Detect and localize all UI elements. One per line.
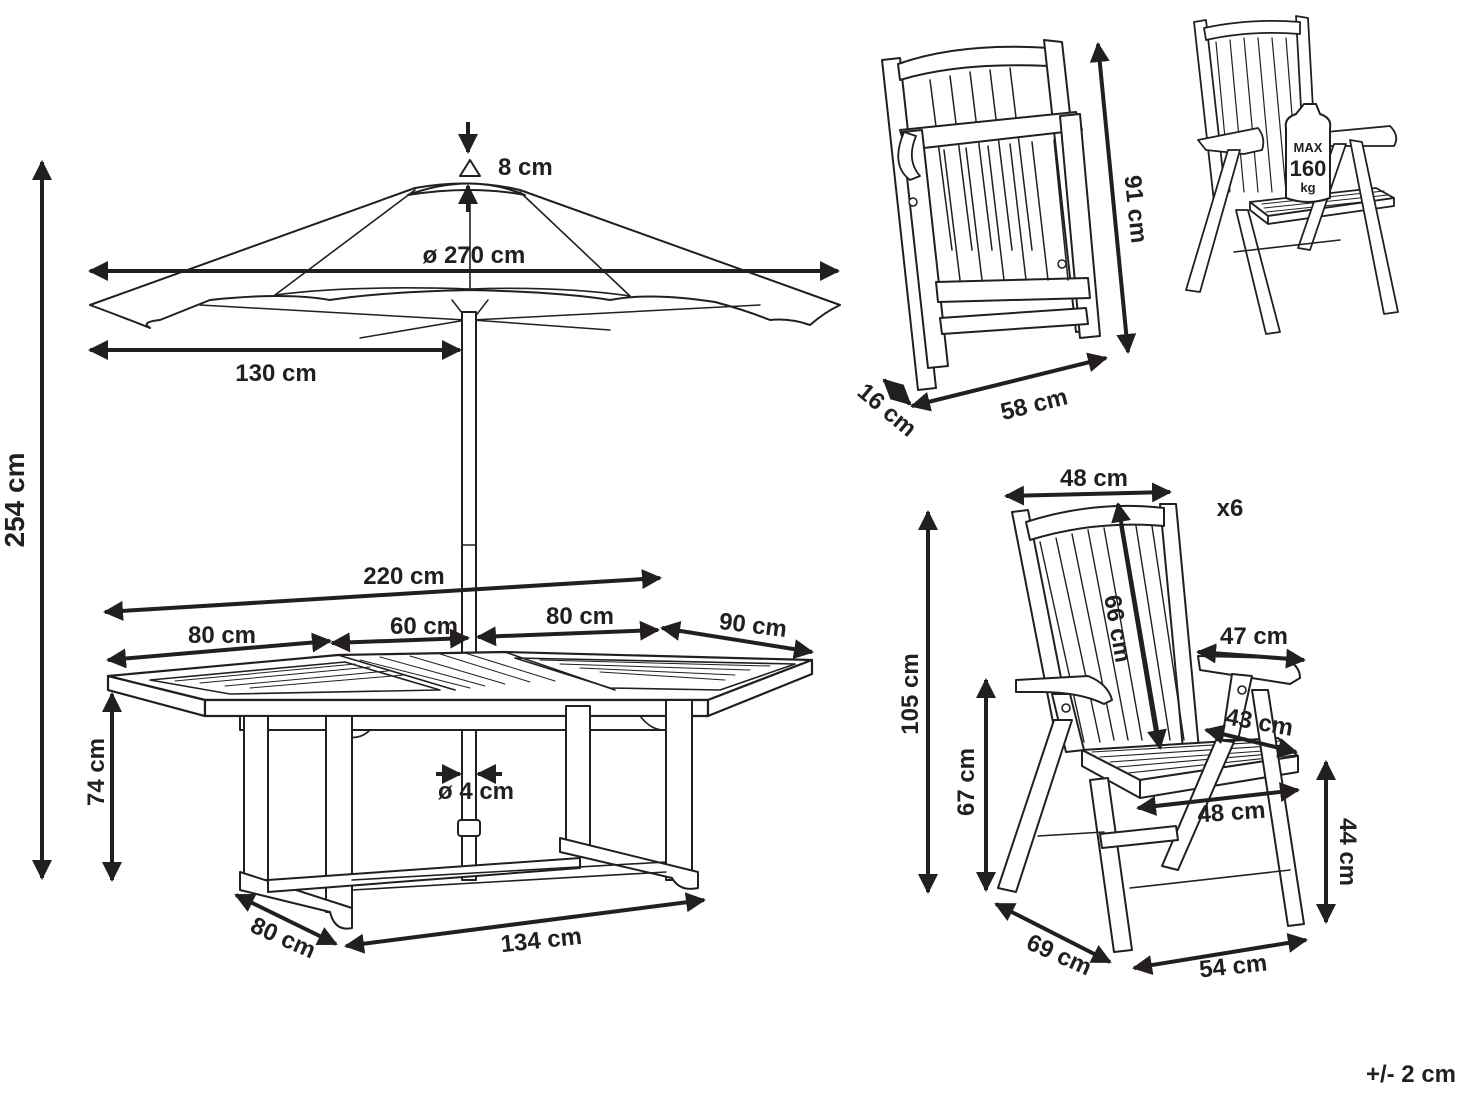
- folded-chair-drawing: [881, 39, 1101, 391]
- max-load-value: 160: [1290, 156, 1327, 181]
- table-segment-right-label: 80 cm: [546, 603, 614, 630]
- umbrella-pole-diameter-label: ø 4 cm: [438, 778, 514, 805]
- table-dimensions: [102, 569, 814, 954]
- folded-chair-width-label: 58 cm: [998, 383, 1071, 426]
- chair-width-label: 54 cm: [1198, 950, 1269, 984]
- max-load-unit: kg: [1300, 180, 1315, 195]
- table-extended-length-label: 220 cm: [363, 563, 444, 590]
- folded-chair-height-label: 91 cm: [1118, 174, 1152, 245]
- chair-seat-height-label: 44 cm: [1334, 818, 1361, 886]
- umbrella-dimensions: [32, 122, 840, 880]
- chair-quantity-label: x6: [1217, 495, 1244, 522]
- chair-armrest-length-label: 47 cm: [1220, 623, 1288, 650]
- table-segment-left-label: 80 cm: [188, 622, 256, 649]
- chair-armrest-height-label: 67 cm: [953, 748, 980, 816]
- table-segment-middle-label: 60 cm: [390, 613, 458, 640]
- small-chair-drawing: [1185, 15, 1399, 335]
- chair-dimensions: [918, 482, 1336, 975]
- umbrella-diameter-label: ø 270 cm: [423, 242, 526, 269]
- chair-total-height-label: 105 cm: [897, 653, 924, 734]
- chair-back-height-label: 66 cm: [1098, 593, 1136, 665]
- umbrella-radius-label: 130 cm: [235, 360, 316, 387]
- chair-back-width-label: 48 cm: [1060, 465, 1128, 492]
- folded-chair-dimensions: [882, 42, 1137, 412]
- table-height-label: 74 cm: [83, 738, 110, 806]
- chair-seat-width-label: 48 cm: [1197, 797, 1267, 829]
- tolerance-label: +/- 2 cm: [1366, 1061, 1456, 1088]
- folded-chair-thickness-label: 16 cm: [852, 378, 921, 442]
- max-load-label: MAX: [1294, 140, 1323, 155]
- umbrella-finial-height-label: 8 cm: [498, 154, 553, 181]
- table-base-length-label: 134 cm: [499, 923, 583, 958]
- umbrella-total-height-label: 254 cm: [0, 453, 30, 548]
